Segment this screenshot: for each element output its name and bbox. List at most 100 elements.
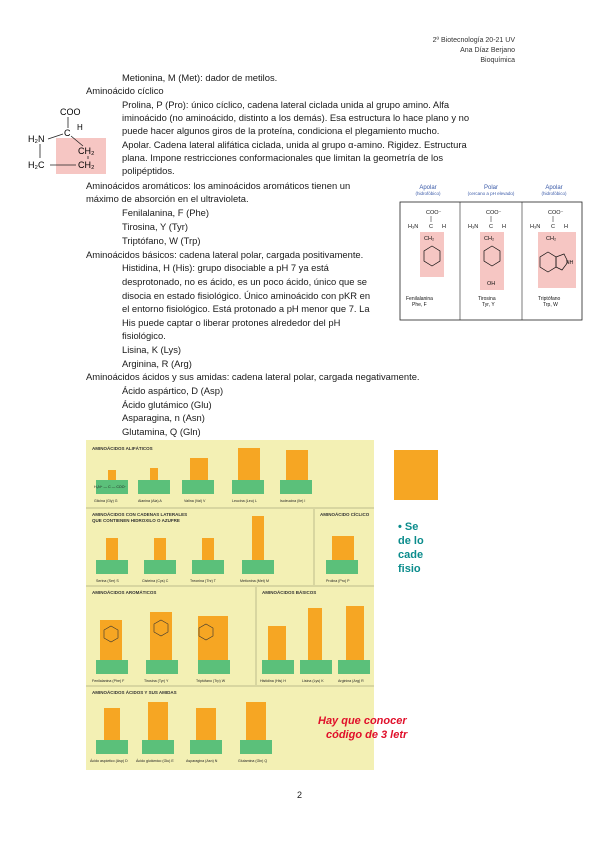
trp-abbr: Trp, W <box>543 302 558 308</box>
aa-tile <box>192 560 224 574</box>
note-line-2: código de 3 letr <box>326 729 408 741</box>
tyr-oh: OH <box>487 281 495 287</box>
proline-c-label: C <box>64 128 71 138</box>
aa-name-gly: Glicina (Gly) G <box>94 499 118 503</box>
phe-name: Fenilalanina <box>406 296 433 302</box>
aa-name-asn: Asparagina (Asn) N <box>186 759 218 763</box>
text-his-1: Histidina, H (His): grupo disociable a p… <box>122 262 329 273</box>
aa-name-tyr: Tirosina (Tyr) Y <box>144 679 169 683</box>
aromatic-figure: Apolar (hidrofóbico) Polar (cercano a pH… <box>399 185 583 321</box>
header-subject: Bioquímica <box>480 57 515 64</box>
side-text-1: • Se <box>398 521 418 533</box>
aromatic-col1-sub: (hidrofóbico) <box>415 191 441 196</box>
page-number: 2 <box>296 790 302 800</box>
phe-h: H <box>442 224 446 230</box>
aa-tile <box>96 740 128 754</box>
tyr-h3n: H₃N <box>468 224 478 230</box>
section-basicos: AMINOÁCIDOS BÁSICOS <box>262 589 316 595</box>
proline-h2c-label: H₂C <box>28 160 45 170</box>
text-his-4: el entorno fisiológico. Está protonado a… <box>122 303 370 314</box>
page-header: 2º Biotecnología 20-21 UV Ana Díaz Berja… <box>433 36 515 66</box>
phe-ring <box>423 245 441 267</box>
text-aromaticos-1: Aminoácidos aromáticos: los aminoácidos … <box>86 180 351 191</box>
proline-h2n-label: H₂N <box>28 134 45 144</box>
tyr-c: C <box>489 224 493 230</box>
proline-structure: COO H₂N C H CH₂ H₂C CH₂ <box>28 107 106 174</box>
phe-abbr: Phe, F <box>412 302 427 308</box>
aa-name-lys: Lisina (Lys) K <box>302 679 324 683</box>
proline-coo-label: COO <box>60 107 81 117</box>
text-his-6: fisiológico. <box>122 330 166 341</box>
text-asp: Ácido aspártico, D (Asp) <box>122 385 224 396</box>
header-course: 2º Biotecnología 20-21 UV <box>432 37 515 44</box>
heading-ciclico: Aminoácido cíclico <box>86 85 164 96</box>
section-acidos: AMINOÁCIDOS ÁCIDOS Y SUS AMIDAS <box>92 689 177 695</box>
aa-name-asp: Ácido aspártico (Asp) D <box>90 759 128 763</box>
aa-name-ala: Alanina (Ala) A <box>138 499 162 503</box>
tyr-ring <box>483 245 501 267</box>
aromatic-col2-head: Polar <box>484 185 498 191</box>
aa-tile <box>96 660 128 674</box>
aa-tile <box>146 660 178 674</box>
aa-name-ile: Isoleucina (Ile) I <box>280 499 305 503</box>
text-metionina: Metionina, M (Met): dador de metilos. <box>122 72 278 83</box>
trp-pyrrole <box>555 253 569 271</box>
trp-h3n: H₃N <box>530 224 540 230</box>
text-asn: Asparagina, n (Asn) <box>122 412 205 423</box>
text-prolina-6: polipéptidos. <box>122 165 175 176</box>
tyr-abbr: Tyr, Y <box>482 302 495 308</box>
section-hidroxilo-2: QUE CONTIENEN HIDROXILO O AZUFRE <box>92 518 180 523</box>
text-prolina-5: plana. Impone restricciones conformacion… <box>122 152 444 163</box>
text-glu: Ácido glutámico (Glu) <box>122 399 212 410</box>
aa-tile <box>96 480 128 494</box>
header-author: Ana Díaz Berjano <box>460 47 515 54</box>
aa-tile <box>326 560 358 574</box>
section-hidroxilo-1: AMINOÁCIDOS CON CADENAS LATERALES <box>92 511 187 517</box>
text-prolina-4: Apolar. Cadena lateral alifática ciclada… <box>122 139 467 150</box>
side-text-3: cade <box>398 549 423 561</box>
aa-tile <box>142 740 174 754</box>
aa-tile <box>240 740 272 754</box>
tyr-coo: COO⁻ <box>486 210 502 216</box>
note-line-1: Hay que conocer <box>318 715 407 727</box>
side-text-2: de lo <box>398 535 424 547</box>
trp-c: C <box>551 224 555 230</box>
section-alifaticos: AMINOÁCIDOS ALIFÁTICOS <box>92 445 153 451</box>
aa-tile <box>280 480 312 494</box>
text-aromaticos-2: máximo de absorción en el ultravioleta. <box>86 193 249 204</box>
trp-name: Triptófano <box>538 296 561 302</box>
aa-name-cys: Cisteína (Cys) C <box>142 579 169 583</box>
tyr-ch2: CH₂ <box>484 236 494 242</box>
amino-acid-table: AMINOÁCIDOS ALIFÁTICOS AMINOÁCIDOS CON C… <box>86 440 438 770</box>
aa-tile <box>262 660 294 674</box>
text-gln: Glutamina, Q (Gln) <box>122 426 201 437</box>
text-trp: Triptófano, W (Trp) <box>122 235 201 246</box>
aa-tile <box>182 480 214 494</box>
trp-sidechain-highlight <box>538 232 576 288</box>
backbone-label: H₃N⁺ — C — COO⁻ <box>94 485 127 489</box>
text-his-2: desprotonado, no es ácido, es un poco ác… <box>122 276 367 287</box>
tyr-name: Tirosina <box>478 296 496 302</box>
aa-tile <box>232 480 264 494</box>
text-prolina-3: puede hacer algunos giros de la proteína… <box>122 125 440 136</box>
text-basicos: Aminoácidos básicos: cadena lateral pola… <box>86 249 364 260</box>
aa-tile <box>300 660 332 674</box>
aa-name-glu: Ácido glutámico (Glu) E <box>136 759 174 763</box>
aa-name-arg: Arginina (Arg) R <box>338 679 364 683</box>
aa-tile <box>242 560 274 574</box>
row-acidos <box>96 702 272 754</box>
text-his-3: disocia en estado fisiológico. Único ami… <box>122 290 371 301</box>
aa-tile <box>198 660 230 674</box>
aa-name-his: Histidina (His) H <box>260 679 286 683</box>
phe-ch2: CH₂ <box>424 236 434 242</box>
table-background <box>86 440 374 770</box>
section-aromaticos: AMINOÁCIDOS AROMÁTICOS <box>92 589 156 595</box>
row-aromaticos-basicos <box>96 606 370 674</box>
side-orange-block <box>394 450 438 500</box>
tyr-h: H <box>502 224 506 230</box>
aa-tile <box>338 660 370 674</box>
trp-ch2: CH₂ <box>546 236 556 242</box>
trp-h: H <box>564 224 568 230</box>
aromatic-col3-sub: (hidrofóbico) <box>541 191 567 196</box>
aa-name-val: Valina (Val) V <box>184 499 206 503</box>
